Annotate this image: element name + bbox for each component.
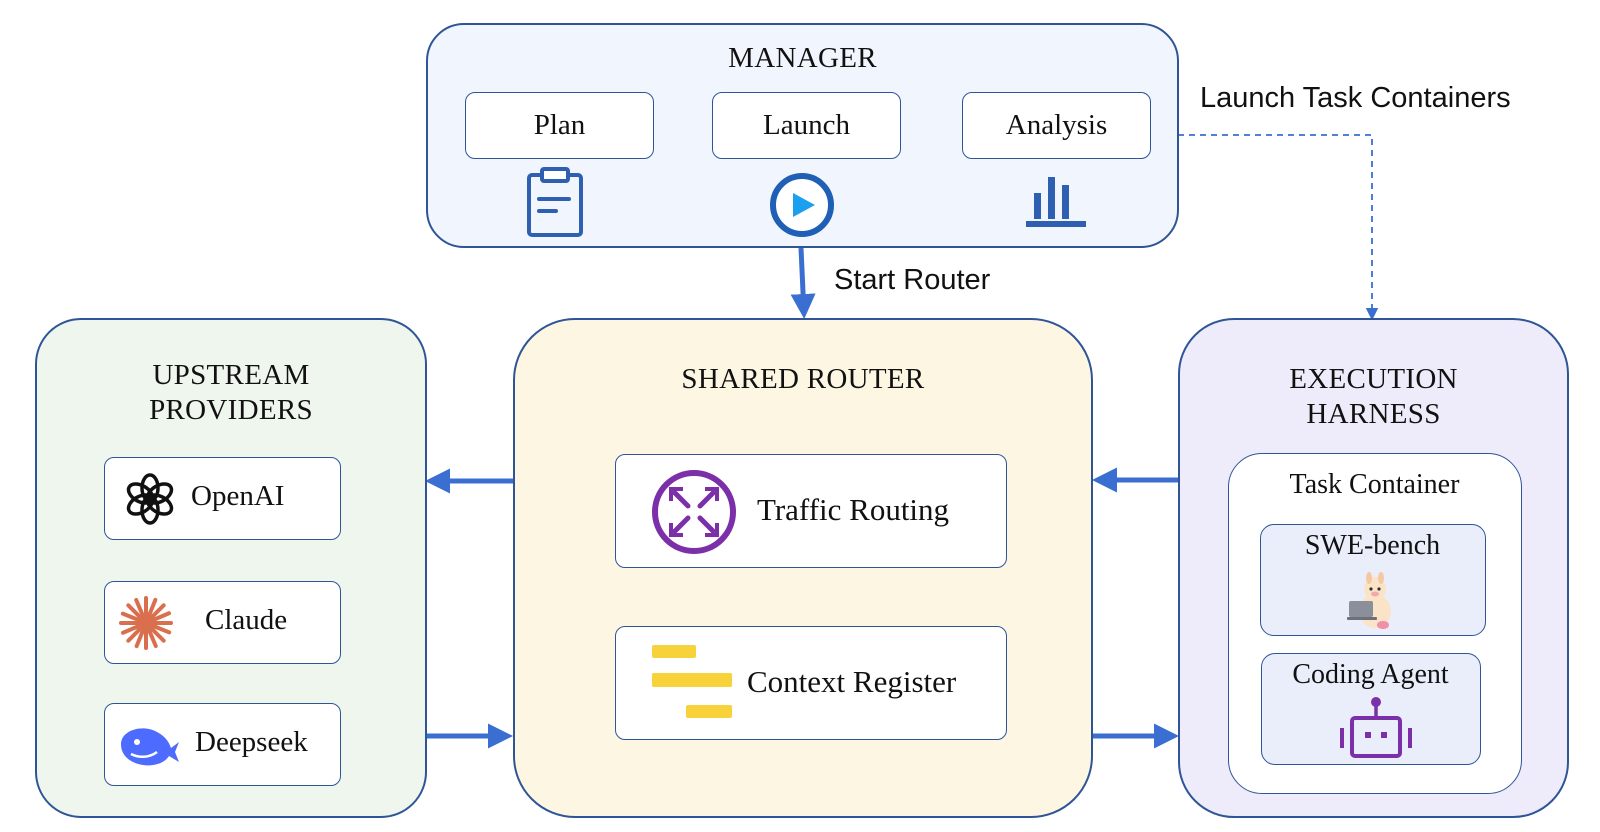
- coding-agent-label: Coding Agent: [1292, 659, 1449, 690]
- harness-title-line2: HARNESS: [1306, 398, 1441, 431]
- deepseek-logo-icon: [121, 728, 179, 766]
- deepseek-label: Deepseek: [195, 726, 308, 758]
- upstream-title: UPSTREAM PROVIDERS: [37, 358, 425, 429]
- task-container: Task Container SWE-bench Coding Agent: [1228, 453, 1522, 794]
- manager-title: MANAGER: [728, 42, 877, 75]
- bar-chart-icon: [1026, 177, 1086, 227]
- claude-label: Claude: [205, 604, 288, 636]
- coding-agent-item[interactable]: Coding Agent: [1261, 653, 1481, 765]
- swe-bench-item[interactable]: SWE-bench: [1260, 524, 1486, 636]
- start-router-label: Start Router: [834, 264, 991, 296]
- plan-label: Plan: [533, 109, 586, 141]
- analysis-label: Analysis: [1005, 109, 1108, 141]
- swe-bench-label: SWE-bench: [1304, 530, 1441, 561]
- arrow-manager-to-harness-dashed: [1178, 134, 1379, 321]
- harness-title: EXECUTION HARNESS: [1180, 362, 1567, 433]
- analysis-button[interactable]: Analysis: [962, 92, 1151, 159]
- arrow-manager-to-router: [790, 247, 816, 319]
- play-circle-icon: [770, 173, 834, 237]
- upstream-title-line2: PROVIDERS: [149, 394, 313, 427]
- context-register-icon: [652, 645, 732, 718]
- traffic-routing-icon: [652, 470, 736, 554]
- robot-icon: [1340, 697, 1412, 758]
- provider-deepseek[interactable]: Deepseek: [104, 703, 341, 786]
- clipboard-icon: [527, 167, 583, 237]
- harness-title-line1: EXECUTION: [1289, 363, 1458, 395]
- openai-label: OpenAI: [191, 480, 285, 512]
- upstream-title-line1: UPSTREAM: [152, 359, 310, 391]
- upstream-providers-panel: UPSTREAM PROVIDERS OpenAI: [35, 318, 427, 818]
- execution-harness-panel: EXECUTION HARNESS Task Container SWE-ben…: [1178, 318, 1569, 818]
- router-title: SHARED ROUTER: [681, 363, 925, 396]
- context-register-module[interactable]: Context Register: [615, 626, 1007, 740]
- launch-label: Launch: [763, 109, 850, 141]
- shared-router-panel: SHARED ROUTER Traffic Routing Con: [513, 318, 1093, 818]
- openai-logo-icon: [126, 473, 174, 525]
- task-container-title: Task Container: [1289, 469, 1460, 500]
- llama-mascot-icon: [1347, 572, 1391, 629]
- context-register-label: Context Register: [747, 664, 957, 699]
- manager-panel: MANAGER Plan Launch Analysis: [426, 23, 1179, 248]
- provider-openai[interactable]: OpenAI: [104, 457, 341, 540]
- launch-task-containers-label: Launch Task Containers: [1200, 82, 1511, 114]
- plan-button[interactable]: Plan: [465, 92, 654, 159]
- launch-button[interactable]: Launch: [712, 92, 901, 159]
- provider-claude[interactable]: Claude: [104, 581, 341, 664]
- traffic-routing-module[interactable]: Traffic Routing: [615, 454, 1007, 568]
- claude-logo-icon: [119, 596, 173, 650]
- traffic-routing-label: Traffic Routing: [757, 492, 950, 527]
